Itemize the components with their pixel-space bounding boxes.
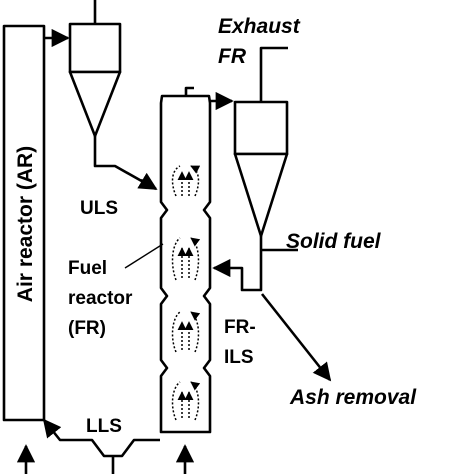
ash-removal-label: Ash removal bbox=[289, 386, 417, 409]
uls-loop-seal bbox=[93, 136, 155, 190]
lls-loop-seal bbox=[42, 418, 160, 458]
fuel-reactor-label-line2: reactor bbox=[68, 288, 133, 309]
fr-ils-label-line2: ILS bbox=[224, 347, 254, 368]
fuel-reactor-leader bbox=[124, 243, 164, 269]
exhaust-label-line2: FR bbox=[218, 45, 247, 68]
fr-recirculation-cells bbox=[171, 166, 199, 421]
fr-cyclone-body bbox=[233, 100, 289, 156]
uls-to-fr-arrow bbox=[137, 172, 158, 191]
fuel-reactor-label-line1: Fuel bbox=[68, 258, 107, 279]
ash-removal-arrow bbox=[260, 293, 332, 382]
fr-outlet-pipe bbox=[184, 86, 194, 96]
ar-cyclone-body bbox=[68, 22, 122, 74]
chamber-circulation-2 bbox=[171, 238, 199, 281]
uls-label: ULS bbox=[80, 198, 118, 219]
ar-cyclone-cone bbox=[68, 70, 122, 138]
fuel-reactor-label-line3: (FR) bbox=[68, 318, 106, 339]
fr-ils-loop-seal bbox=[212, 236, 263, 292]
chamber-circulation-1 bbox=[171, 166, 199, 197]
air-reactor-column bbox=[2, 24, 46, 422]
fuel-reactor-column bbox=[159, 94, 212, 434]
chamber-circulation-4 bbox=[171, 382, 199, 421]
fr-ils-label-line1: FR- bbox=[224, 317, 256, 338]
air-reactor-label: Air reactor (AR) bbox=[14, 146, 37, 302]
fr-cyclone-cone bbox=[233, 152, 289, 238]
lls-label: LLS bbox=[86, 416, 122, 437]
exhaust-pipe bbox=[259, 46, 288, 102]
chamber-circulation-3 bbox=[171, 312, 199, 353]
exhaust-label-line1: Exhaust bbox=[218, 15, 301, 38]
solid-fuel-label: Solid fuel bbox=[286, 230, 382, 253]
